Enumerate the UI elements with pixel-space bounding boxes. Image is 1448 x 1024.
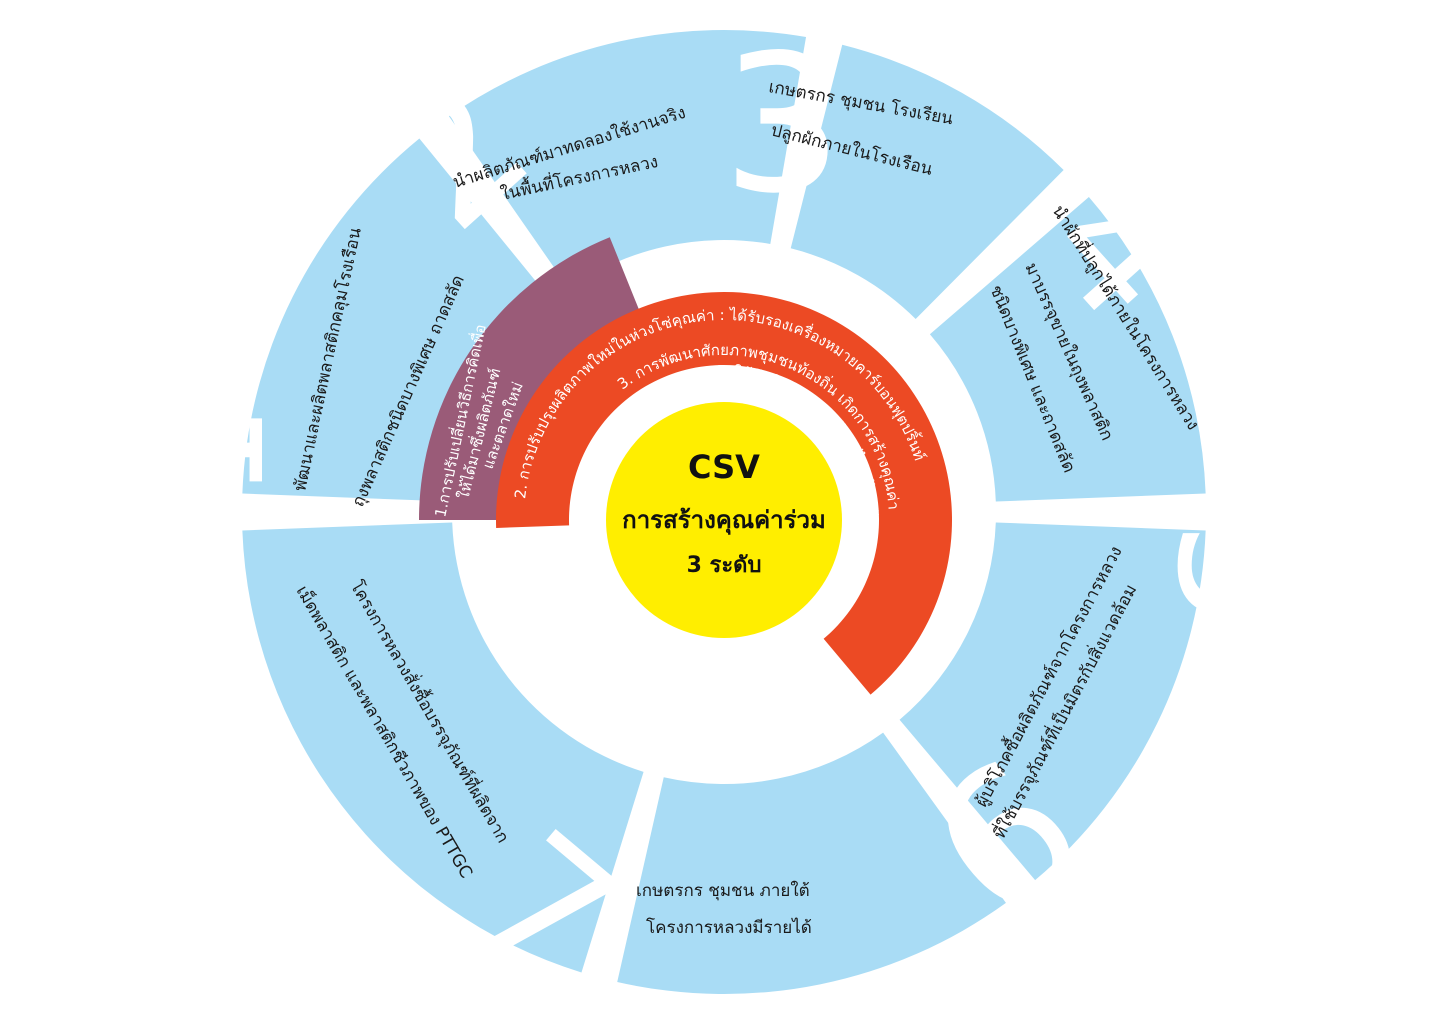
segment-number-1: 1 bbox=[124, 405, 298, 500]
level-2-band bbox=[496, 292, 953, 695]
segment-6-line-1: เกษตรกร ชุมชน ภายใต้ bbox=[636, 880, 810, 901]
segment-7 bbox=[242, 522, 644, 973]
segment-4 bbox=[929, 197, 1206, 502]
segment-1 bbox=[242, 138, 553, 502]
outer-ring bbox=[242, 29, 1206, 994]
segment-2 bbox=[448, 29, 807, 289]
center-subtitle: การสร้างคุณค่าร่วม bbox=[622, 506, 826, 536]
center-circle bbox=[606, 402, 842, 638]
inner-levels bbox=[419, 237, 953, 695]
segment-6 bbox=[617, 732, 1006, 994]
segment-number-5: 5 bbox=[1139, 520, 1337, 628]
segment-3 bbox=[790, 44, 1064, 319]
segment-number-3: 3 bbox=[722, 14, 843, 235]
center-title: CSV bbox=[688, 448, 760, 486]
level-1-band bbox=[419, 237, 661, 520]
segment-5 bbox=[899, 522, 1206, 881]
center-levels: 3 ระดับ bbox=[687, 553, 762, 578]
segment-6-line-2: โครงการหลวงมีรายได้ bbox=[646, 917, 812, 938]
